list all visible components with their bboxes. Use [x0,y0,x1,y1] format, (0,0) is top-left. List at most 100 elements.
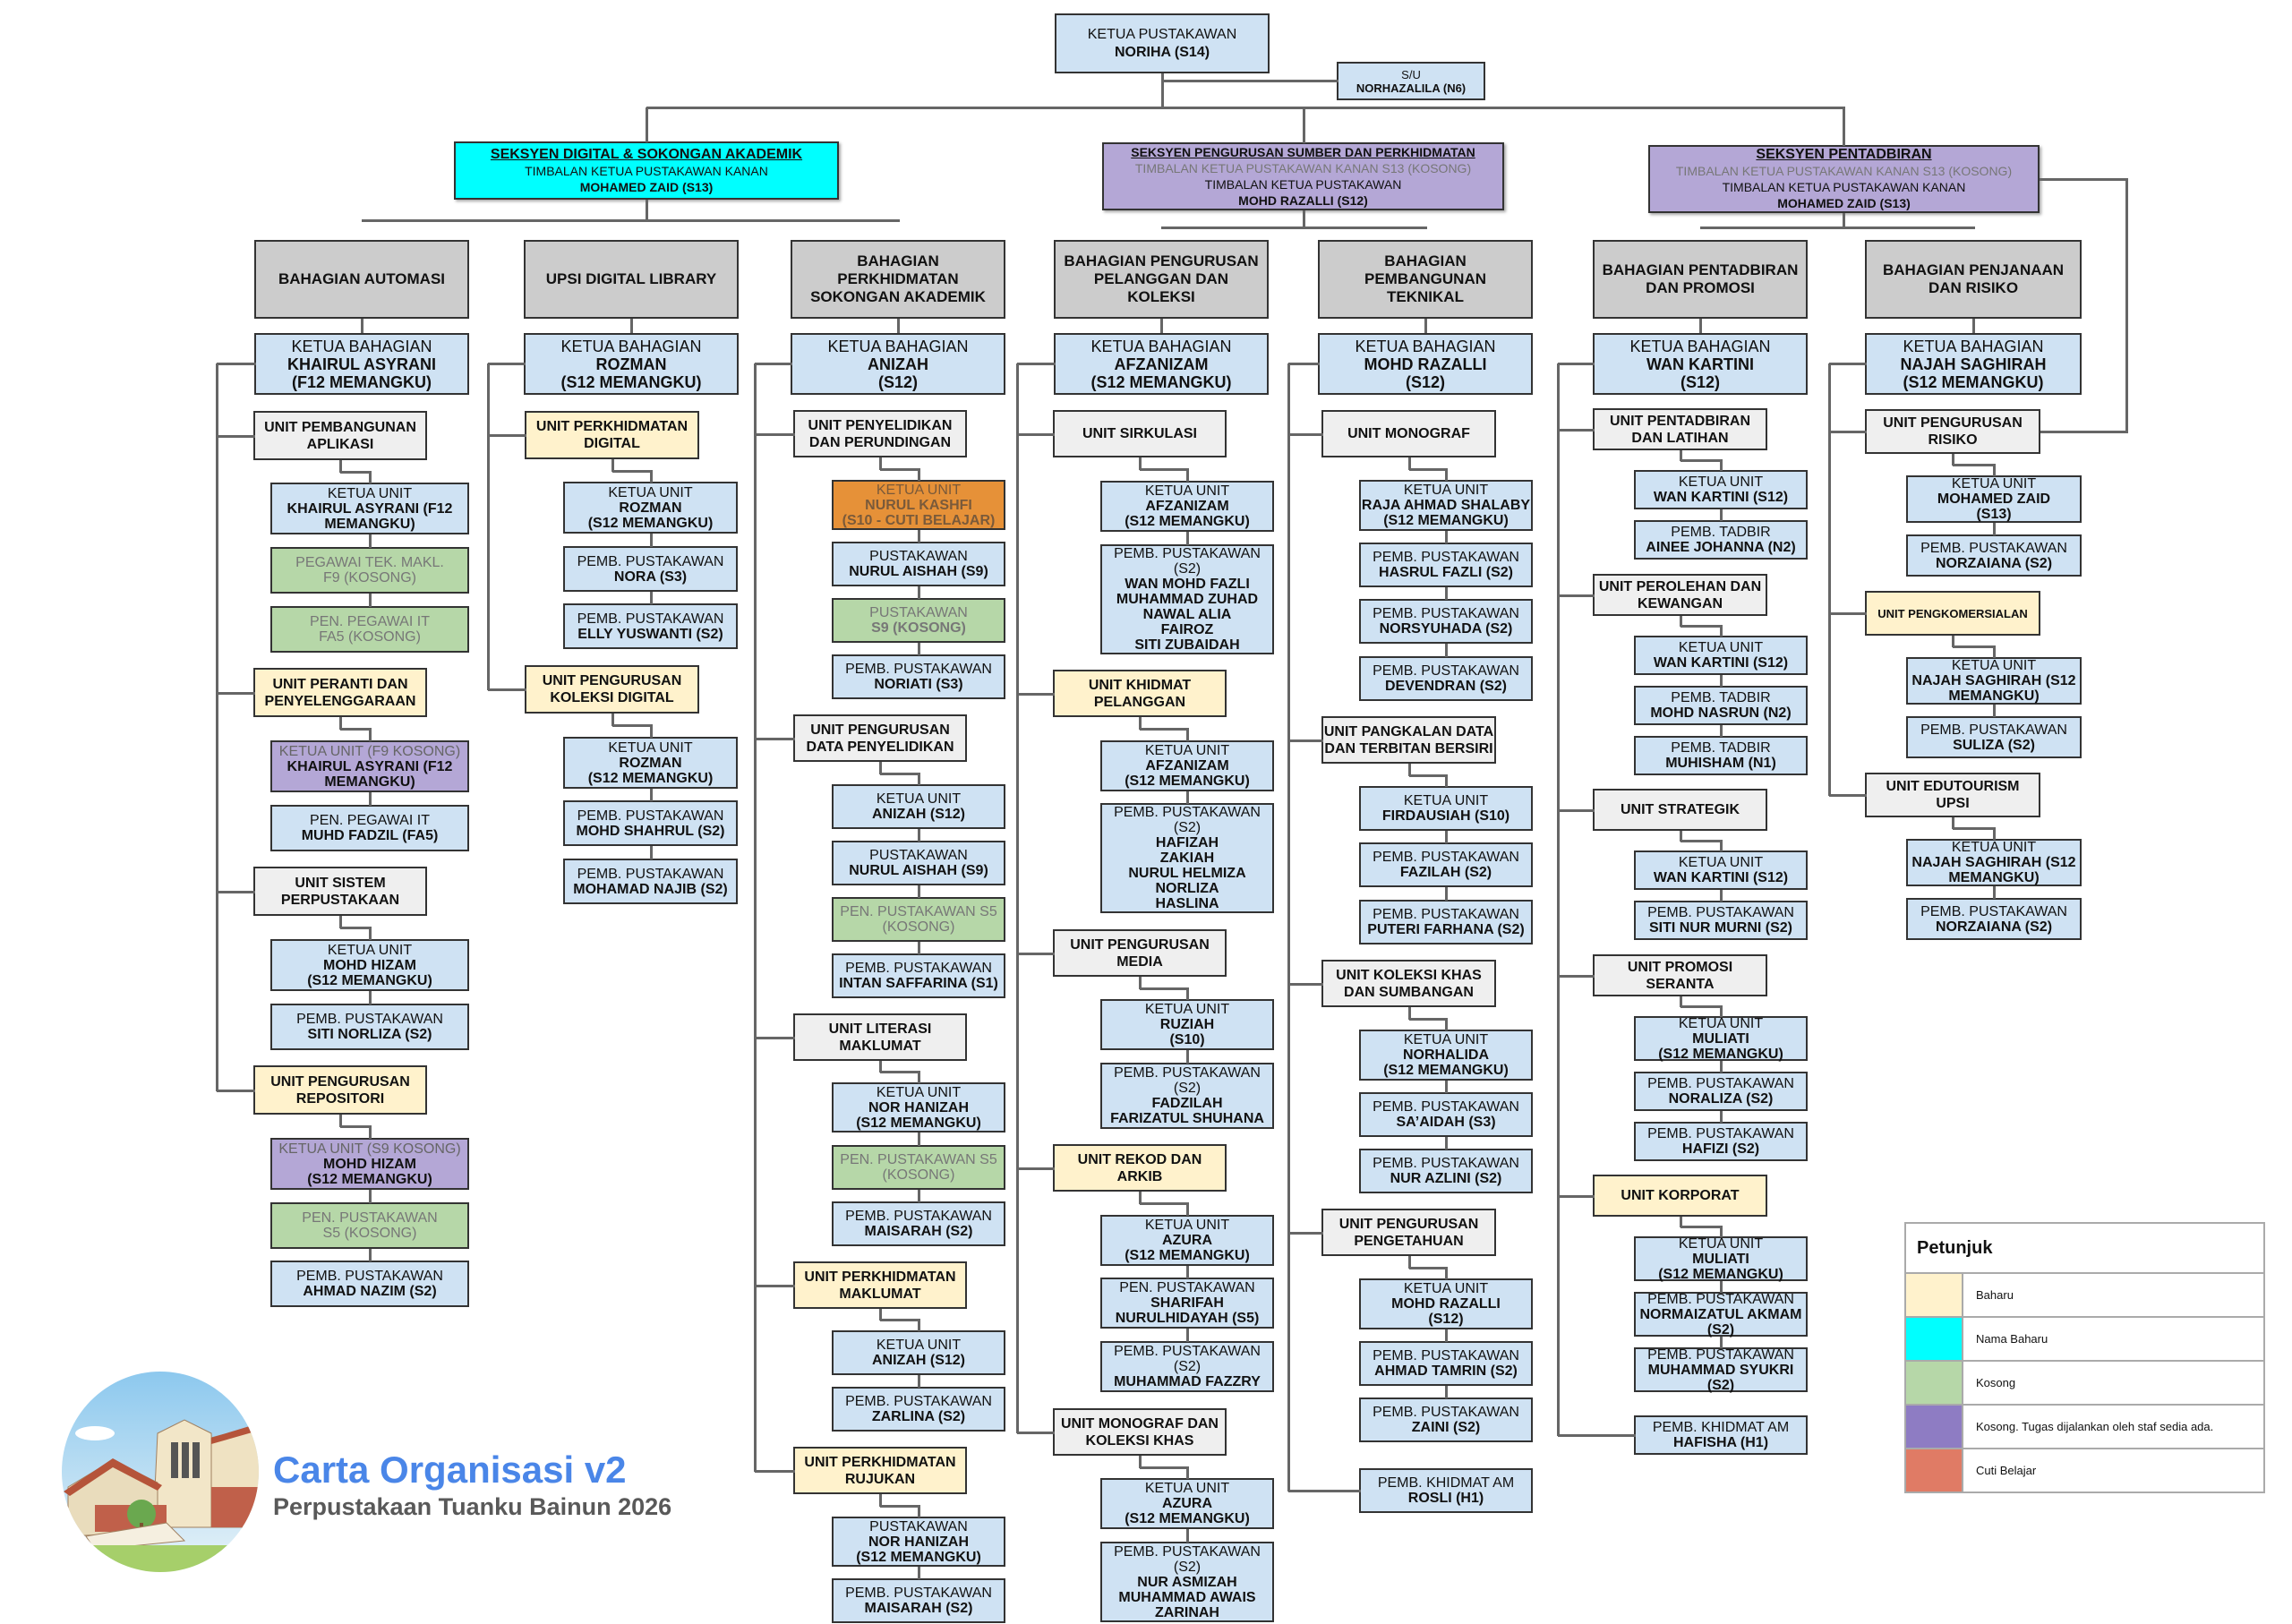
connector-line [649,592,653,604]
connector-line [2040,178,2128,181]
connector-line [649,534,653,547]
connector-line [1558,428,1595,432]
staff-name: NURUL AISHAH (S9) [849,564,988,579]
connector-line [488,363,526,365]
connector-line [879,1309,882,1321]
staff-box: PEMB. PUSTAKAWAN (S2)WAN MOHD FAZLI MUHA… [1100,544,1274,654]
staff-name: MUHAMMAD SYUKRI (S2) [1647,1362,1794,1393]
connector-line [1557,363,1560,1436]
staff-name: AFZANIZAM (S12 MEMANGKU) [1125,499,1250,529]
unit-box: UNIT STRATEGIK [1593,789,1767,831]
connector-line [1720,460,1723,471]
unit-label: UNIT PERKHIDMATAN RUJUKAN [804,1454,956,1487]
connector-line [339,717,342,730]
connector-line [1720,841,1723,851]
staff-role: PEMB. TADBIR [1671,740,1771,756]
unit-box: UNIT PEROLEHAN DAN KEWANGAN [1593,574,1767,616]
unit-box: UNIT PENYELIDIKAN DAN PERUNDINGAN [793,410,967,457]
staff-role: PEMB. PUSTAKAWAN [1647,1291,1794,1307]
connector-line [1445,1268,1448,1279]
connector-line [216,363,218,1091]
connector-line [755,1469,795,1473]
connector-line [1720,1006,1723,1017]
staff-role: KETUA UNIT [876,1084,962,1100]
staff-role: KETUA UNIT [1144,483,1230,499]
staff-role: KETUA UNIT [1678,1235,1764,1252]
connector-line [1445,644,1448,657]
connector-line [918,1320,920,1331]
connector-line [1287,363,1290,1492]
section-vacant-post: TIMBALAN KETUA PUSTAKAWAN KANAN S13 (KOS… [1134,161,1472,175]
division-head-role: KETUA BAHAGIAN [1903,337,2044,355]
staff-name: NURUL KASHFI (S10 - CUTI BELAJAR) [842,497,996,528]
connector-line [1288,1490,1361,1492]
unit-box: UNIT PENGURUSAN MEDIA [1053,929,1227,977]
unit-box: UNIT MONOGRAF DAN KOLEKSI KHAS [1053,1408,1227,1456]
connector-line [918,1072,920,1083]
connector-line [918,469,920,481]
staff-role: PEMB. PUSTAKAWAN [296,1012,443,1027]
staff-name: NUR ASMIZAH MUHAMMAD AWAIS ZARINAH [1118,1574,1256,1620]
connector-line [1445,587,1448,600]
connector-line [361,319,363,334]
connector-line [1160,319,1163,334]
connector-line [339,916,342,928]
connector-line [340,927,372,929]
division-title-box: BAHAGIAN PERKHIDMATAN SOKONGAN AKADEMIK [791,240,1005,319]
connector-line [1186,469,1189,482]
division-head-role: KETUA BAHAGIAN [560,337,702,355]
connector-line [755,737,795,740]
connector-line [1680,625,1723,628]
section-role: TIMBALAN KETUA PUSTAKAWAN [1204,177,1402,192]
staff-name: NAJAH SAGHIRAH (S12 MEMANGKU) [1911,673,2076,704]
staff-name: SHARIFAH NURULHIDAYAH (S5) [1115,1295,1260,1326]
staff-role: PEN. PUSTAKAWAN S5 (KOSONG) [840,1152,997,1183]
connector-line [1680,1226,1723,1228]
unit-box: UNIT SISTEM PERPUSTAKAAN [253,867,427,916]
connector-line [1288,1231,1323,1235]
connector-line [1953,464,1996,466]
staff-name: HAFIZAH ZAKIAH NURUL HELMIZA NORLIZA HAS… [1128,835,1246,911]
staff-role: PEMB. TADBIR [1671,525,1771,540]
staff-role: PEMB. PUSTAKAWAN [577,553,724,569]
connector-line [1993,828,1996,840]
connector-line [918,829,920,842]
staff-role: PEMB. PUSTAKAWAN [1373,1156,1519,1171]
legend-title: Petunjuk [1906,1224,2263,1274]
staff-name: ROZMAN (S12 MEMANGKU) [587,500,714,531]
unit-label: UNIT PROMOSI SERANTA [1627,959,1733,992]
staff-role: PEGAWAI TEK. MAKL. F9 (KOSONG) [295,555,444,585]
unit-label: UNIT SISTEM PERPUSTAKAAN [280,875,400,908]
division-title-box: BAHAGIAN PEMBANGUNAN TEKNIKAL [1318,240,1533,319]
connector-line [1445,1137,1448,1150]
staff-name: ANIZAH (S12) [871,1353,965,1368]
staff-name: MAISARAH (S2) [864,1224,973,1239]
unit-box: UNIT MONOGRAF [1321,410,1496,457]
staff-role: PUSTAKAWAN [869,549,968,564]
staff-name: NORALIZA (S2) [1668,1091,1774,1107]
staff-role: KETUA UNIT [1951,840,2037,855]
connector-line [1829,363,1867,365]
connector-line [1288,739,1323,742]
connector-line [611,470,653,473]
connector-line [880,468,920,471]
connector-line [1445,831,1448,843]
